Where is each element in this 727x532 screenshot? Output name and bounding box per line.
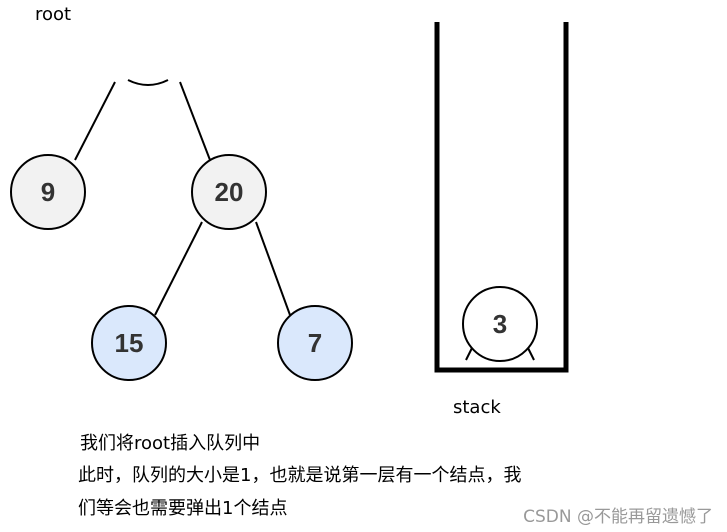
root-node-fragment	[127, 79, 169, 86]
csdn-watermark: CSDN @不能再留遗憾了	[523, 507, 713, 527]
stack-item-3: 3	[462, 286, 538, 362]
stack-container	[434, 22, 569, 373]
edge-root-to-9	[74, 81, 116, 161]
stack-label: stack	[453, 397, 501, 418]
edge-20-to-7	[255, 221, 291, 316]
description-line-1: 我们将root插入队列中	[80, 433, 261, 454]
stack-item-3-label: 3	[493, 309, 507, 339]
tree-node-20: 20	[191, 154, 267, 230]
tree-node-9-label: 9	[41, 177, 55, 207]
description-line-3: 们等会也需要弹出1个结点	[78, 498, 288, 519]
description-line-2: 此时，队列的大小是1，也就是说第一层有一个结点，我	[78, 465, 522, 486]
tree-node-15: 15	[91, 305, 167, 381]
edge-root-to-20	[179, 81, 211, 161]
tree-node-15-label: 15	[115, 328, 144, 358]
tree-node-20-label: 20	[215, 177, 244, 207]
tree-node-7-label: 7	[308, 328, 322, 358]
tree-node-9: 9	[10, 154, 86, 230]
edge-20-to-15	[154, 221, 203, 316]
tree-node-7: 7	[277, 305, 353, 381]
root-label: root	[35, 4, 72, 25]
